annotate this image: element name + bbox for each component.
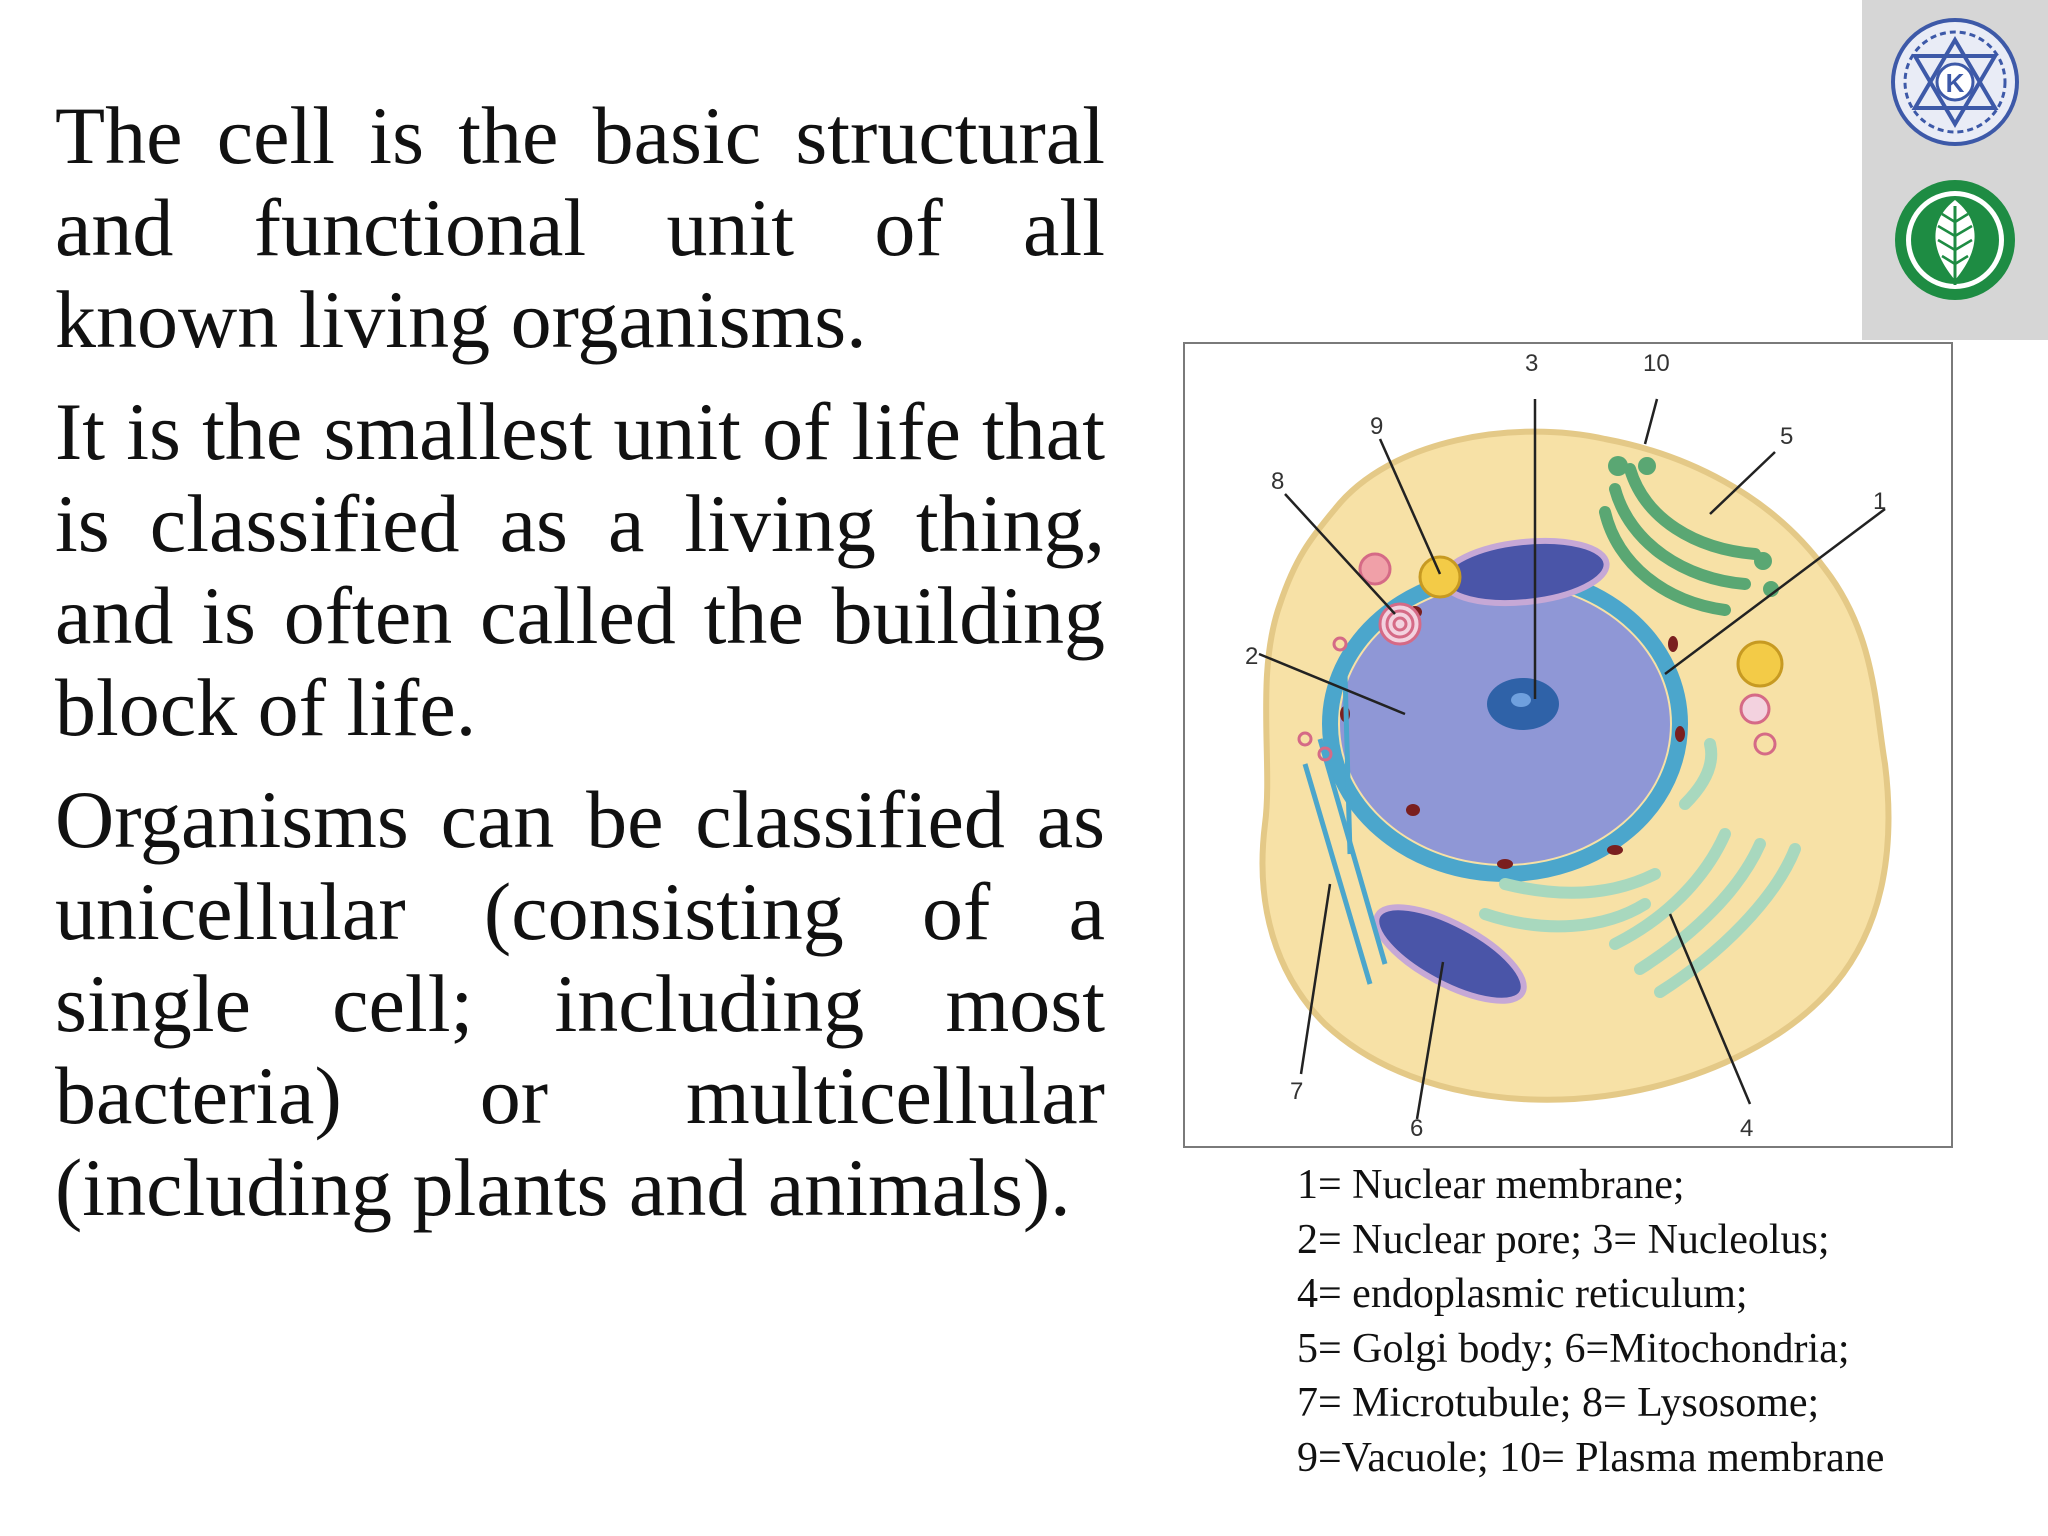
label-1: 1: [1873, 488, 1886, 515]
legend-line: 2= Nuclear pore; 3= Nucleolus;: [1297, 1216, 1830, 1263]
label-6: 6: [1410, 1115, 1423, 1142]
cell-diagram-svg: 1 2 3 4 5 6 7 8 9 10: [1245, 350, 1892, 1142]
paragraph-2: It is the smallest unit of life that is …: [55, 386, 1105, 753]
logo-panel: K: [1862, 0, 2048, 340]
legend-line: 4= endoplasmic reticulum;: [1297, 1271, 1748, 1317]
vacuole: [1418, 555, 1462, 599]
label-3: 3: [1525, 350, 1538, 377]
university-emblem: K: [1891, 18, 2019, 146]
leaf-logo-icon: [1895, 180, 2015, 300]
label-2: 2: [1245, 643, 1258, 670]
legend-line: 1= Nuclear membrane;: [1297, 1162, 1685, 1208]
paragraph-1: The cell is the basic structural and fun…: [55, 90, 1105, 365]
endoplasmic-reticulum: [1479, 738, 1801, 998]
logos: K: [1891, 18, 2019, 300]
lysosome: [1378, 602, 1422, 646]
golgi-body: [1599, 463, 1761, 616]
microtubules: [1302, 673, 1388, 985]
label-8: 8: [1271, 468, 1284, 495]
mitochondria: [1373, 537, 1610, 1004]
legend-line: 5= Golgi body; 6=Mitochondria;: [1297, 1325, 1850, 1372]
label-5: 5: [1780, 423, 1793, 450]
label-4: 4: [1740, 1115, 1753, 1142]
slide-text: The cell is the basic structural and fun…: [55, 90, 1105, 1254]
legend-line: 9=Vacuole; 10= Plasma membrane: [1297, 1434, 1885, 1481]
legend-line: 7= Microtubule; 8= Lysosome;: [1297, 1380, 1820, 1426]
figure-legend: 1= Nuclear membrane; 2= Nuclear pore; 3=…: [1297, 1158, 2017, 1485]
cell-diagram: 1 2 3 4 5 6 7 8 9 10: [1183, 342, 1953, 1148]
emblem-letter: K: [1946, 68, 1965, 98]
label-10: 10: [1643, 350, 1670, 377]
paragraph-3: Organisms can be classified as unicellul…: [55, 774, 1105, 1233]
label-7: 7: [1290, 1078, 1303, 1105]
label-9: 9: [1370, 413, 1383, 440]
